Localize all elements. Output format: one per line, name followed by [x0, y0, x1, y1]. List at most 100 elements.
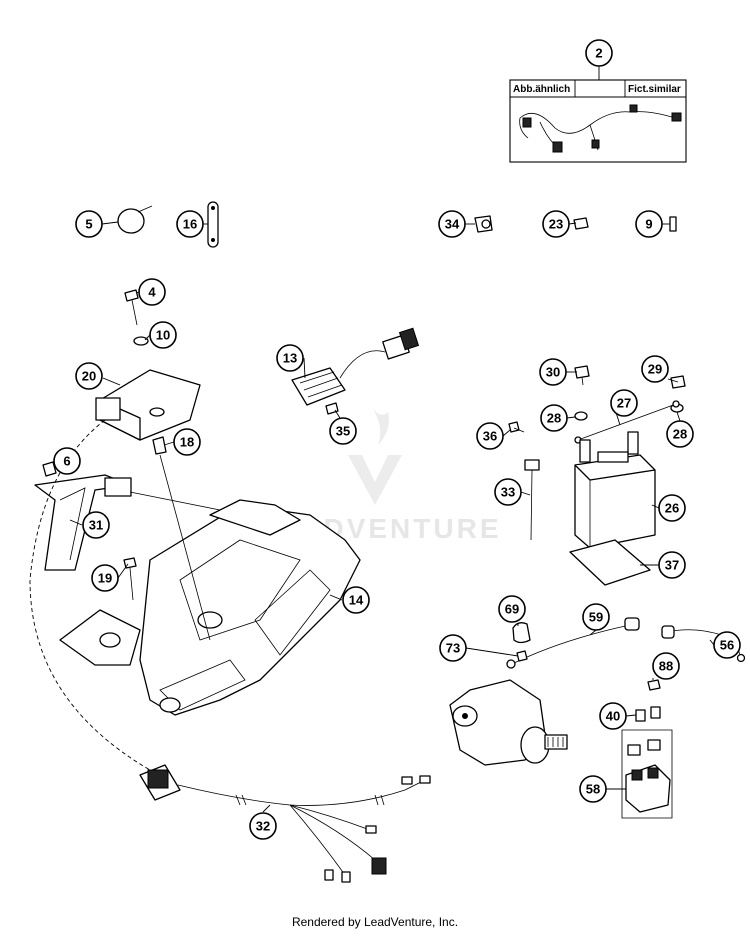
battery-part	[574, 431, 656, 549]
callout-58: 58	[579, 775, 607, 803]
svg-text:27: 27	[617, 396, 631, 411]
callout-35: 35	[329, 417, 357, 445]
cable-clip-part	[474, 215, 493, 233]
inset-label-right: Fict.similar	[628, 84, 681, 95]
callout-27: 27	[610, 389, 638, 417]
screw-30-part	[574, 365, 590, 386]
screw-36-part	[508, 421, 525, 433]
svg-text:28: 28	[547, 411, 561, 426]
svg-text:23: 23	[549, 217, 563, 232]
callout-88: 88	[652, 652, 680, 680]
washer-28-left	[574, 411, 588, 421]
callout-26: 26	[658, 494, 686, 522]
svg-text:29: 29	[648, 362, 662, 377]
svg-text:69: 69	[505, 602, 519, 617]
callout-5: 5	[75, 210, 103, 238]
callout-14: 14	[342, 586, 370, 614]
callout-30: 30	[539, 358, 567, 386]
svg-text:34: 34	[445, 217, 460, 232]
callout-19: 19	[91, 564, 119, 592]
svg-text:5: 5	[85, 217, 92, 232]
footer-credit: Rendered by LeadVenture, Inc.	[292, 915, 458, 929]
svg-text:10: 10	[156, 328, 170, 343]
screw-19-part	[123, 557, 137, 601]
svg-text:4: 4	[148, 285, 156, 300]
harness-route-dashed-line	[29, 419, 151, 771]
inset-label-left: Abb.ähnlich	[513, 84, 570, 95]
screw-part	[124, 289, 139, 326]
svg-text:31: 31	[89, 518, 103, 533]
svg-text:35: 35	[336, 424, 350, 439]
voltage-regulator-part	[291, 327, 420, 406]
callout-36: 36	[476, 422, 504, 450]
svg-text:58: 58	[586, 782, 600, 797]
ground-cable-part	[661, 625, 746, 663]
boot-cap-part	[512, 622, 531, 644]
holder-strap-part	[207, 201, 219, 248]
svg-text:19: 19	[98, 571, 112, 586]
fuse-40-parts	[635, 706, 661, 722]
svg-text:30: 30	[546, 365, 560, 380]
svg-text:36: 36	[483, 429, 497, 444]
svg-text:18: 18	[180, 435, 194, 450]
control-unit-part	[95, 369, 201, 441]
svg-text:59: 59	[589, 610, 603, 625]
svg-text:40: 40	[606, 709, 620, 724]
battery-strap-part	[574, 400, 680, 444]
nut-73-part	[516, 650, 528, 662]
callout-10: 10	[149, 321, 177, 349]
callout-23: 23	[542, 210, 570, 238]
callout-34: 34	[438, 210, 466, 238]
svg-text:9: 9	[645, 217, 652, 232]
callout-6: 6	[53, 447, 81, 475]
callout-2: 2	[585, 39, 613, 67]
rubber-bushing-part	[152, 436, 167, 455]
callout-33: 33	[494, 478, 522, 506]
callout-28-left: 28	[540, 404, 568, 432]
starter-relay-part	[625, 739, 671, 813]
callout-9: 9	[635, 210, 663, 238]
callout-40: 40	[599, 702, 627, 730]
rubber-pad-part	[569, 539, 651, 586]
svg-text:37: 37	[665, 558, 679, 573]
svg-text:32: 32	[256, 819, 270, 834]
callout-13: 13	[276, 344, 304, 372]
airbox-frame-part	[59, 499, 361, 716]
svg-text:6: 6	[63, 454, 70, 469]
battery-clip-part	[524, 459, 540, 541]
clip-part	[573, 217, 589, 230]
svg-text:28: 28	[673, 427, 687, 442]
callout-20: 20	[75, 362, 103, 390]
callout-29: 29	[641, 355, 669, 383]
svg-text:56: 56	[720, 638, 734, 653]
callout-28-right: 28	[666, 420, 694, 448]
svg-text:13: 13	[283, 351, 297, 366]
callout-73: 73	[439, 634, 467, 662]
screw-88-part	[647, 679, 661, 691]
cable-tie-part	[117, 205, 153, 234]
svg-text:14: 14	[349, 593, 364, 608]
svg-text:20: 20	[82, 369, 96, 384]
main-wiring-harness-part	[139, 764, 431, 883]
callout-56: 56	[713, 631, 741, 659]
starter-motor-part	[449, 679, 568, 766]
svg-text:16: 16	[183, 217, 197, 232]
inset-similar-harness: Abb.ähnlich Fict.similar	[509, 79, 687, 163]
fuse-part	[669, 216, 677, 232]
callout-32: 32	[249, 812, 277, 840]
svg-text:73: 73	[446, 641, 460, 656]
callout-37: 37	[658, 551, 686, 579]
callout-69: 69	[498, 595, 526, 623]
svg-text:2: 2	[595, 46, 602, 61]
screw-35-part	[325, 402, 339, 415]
nut-part	[42, 461, 57, 477]
callout-18: 18	[173, 428, 201, 456]
svg-text:26: 26	[665, 501, 679, 516]
svg-text:88: 88	[659, 659, 673, 674]
callout-31: 31	[82, 511, 110, 539]
callout-4: 4	[138, 278, 166, 306]
washer-part	[133, 336, 149, 346]
svg-text:33: 33	[501, 485, 515, 500]
callout-16: 16	[176, 210, 204, 238]
